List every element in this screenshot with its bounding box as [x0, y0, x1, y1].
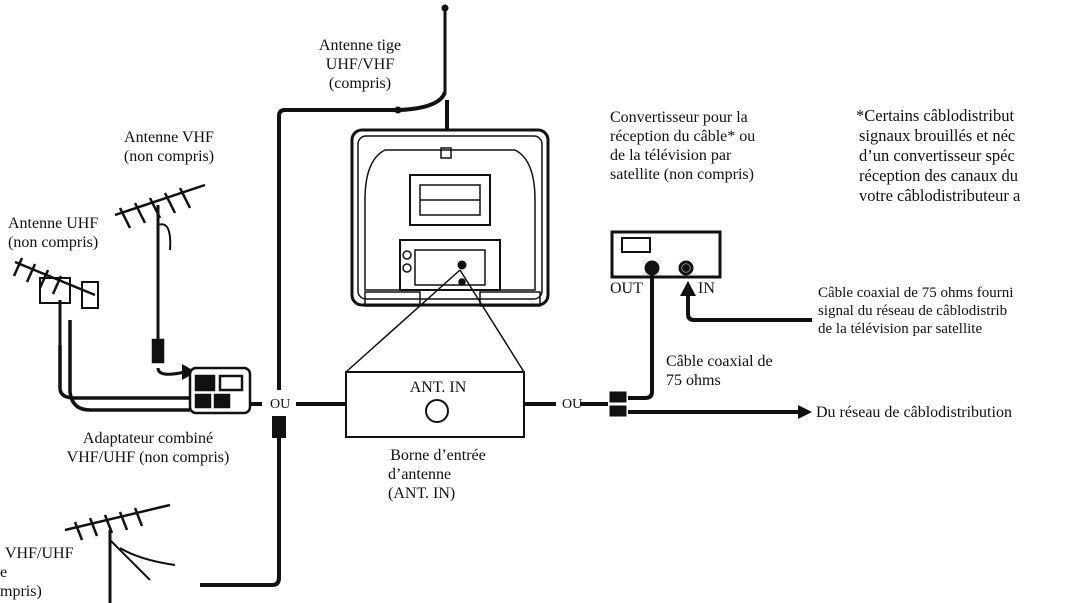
coax-75-label: Câble coaxial de 75 ohms [666, 353, 773, 389]
converter-out-cable [628, 274, 654, 400]
zoom-callout [345, 269, 525, 373]
ant-terminal-label: Borne d’entrée d’antenne (ANT. IN) [388, 447, 486, 502]
vhf-antenna-label: Antenne VHF (non compris) [123, 129, 215, 165]
combo-antenna-label: VHF/UHF e mpris) [0, 545, 74, 600]
combo-adapter-icon [188, 366, 252, 415]
ant-in-jack-icon [425, 399, 449, 423]
rod-antenna-icon [394, 4, 449, 114]
footnote: *Certains câblodistribut signaux brouill… [856, 106, 1021, 205]
combo-adapter-label: Adaptateur combiné VHF/UHF (non compris) [66, 430, 230, 466]
coax-supplied-label: Câble coaxial de 75 ohms fourni signal d… [818, 285, 1014, 337]
vhf-antenna-icon [114, 183, 206, 364]
converter-in-cable [680, 281, 812, 322]
uhf-antenna-icon [12, 257, 190, 412]
converter-box-icon [610, 230, 722, 279]
tv-back-icon [350, 128, 550, 307]
in-label: IN [698, 280, 715, 297]
rod-antenna-cable [200, 108, 396, 587]
converter-label: Convertisseur pour la réception du câble… [610, 109, 756, 183]
rod-antenna-label: Antenne tige UHF/VHF (compris) [318, 37, 402, 92]
ou-right-label: OU [562, 397, 583, 412]
out-label: OUT [610, 280, 643, 297]
vhf-arrow [156, 364, 196, 380]
right-connectors [609, 391, 627, 417]
ant-in-panel-label: ANT. IN [388, 378, 488, 397]
ou-left-label: OU [268, 395, 293, 414]
uhf-antenna-label: Antenne UHF (non compris) [8, 215, 99, 251]
from-cable-label: Du réseau de câblodistribution [816, 404, 1012, 421]
cable-network-line [628, 405, 812, 419]
combo-antenna-icon [64, 503, 176, 603]
